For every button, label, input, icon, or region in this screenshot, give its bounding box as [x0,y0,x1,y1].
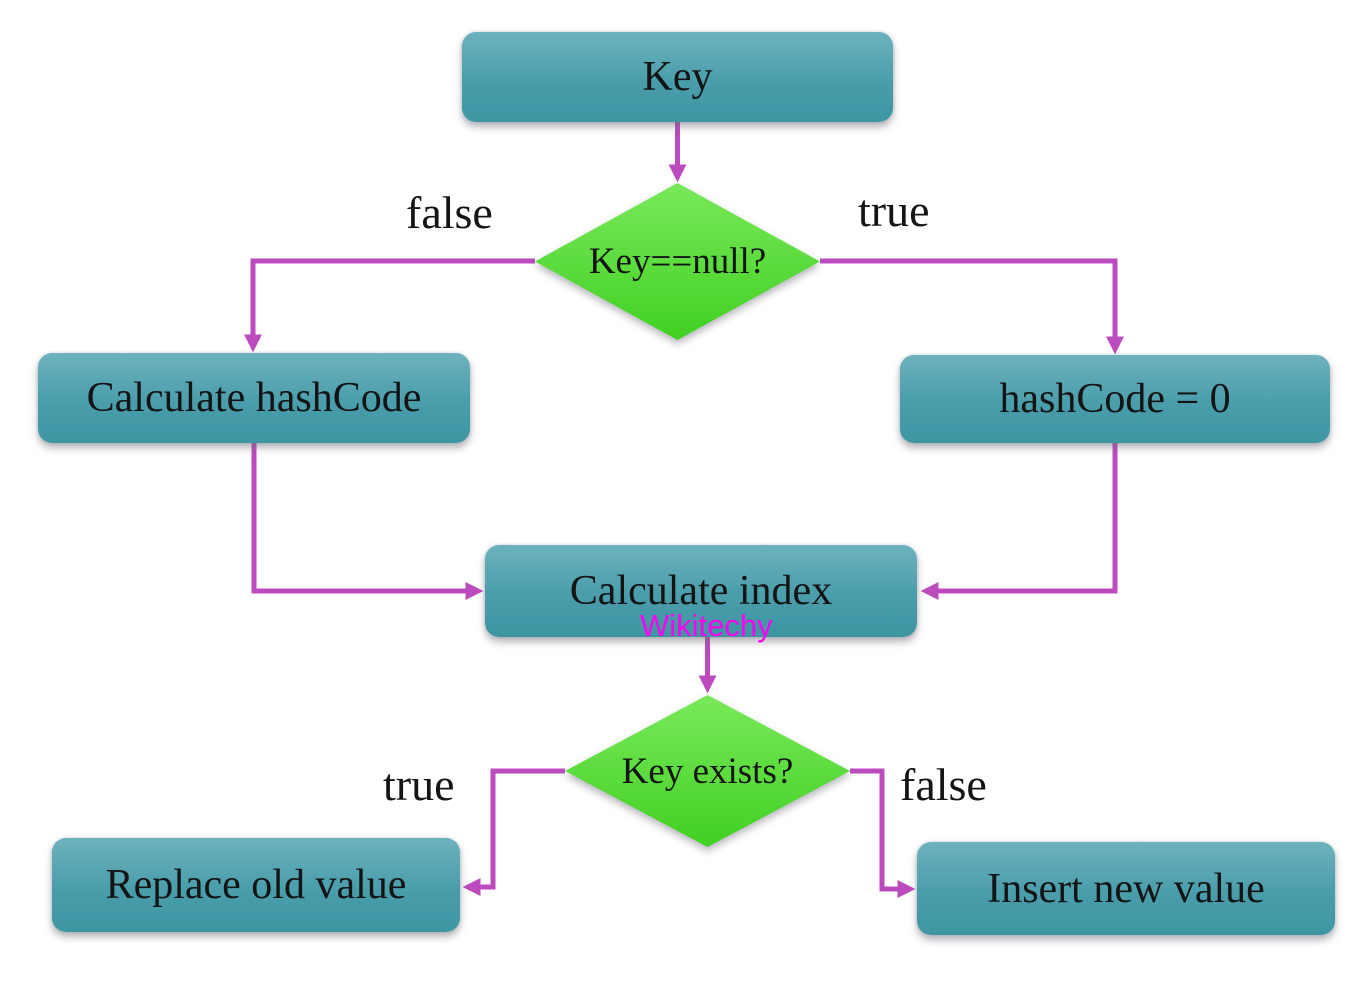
node-calculate-hashcode: Calculate hashCode [38,353,470,443]
branch-label-key-exists-true: true [383,759,455,810]
edge-hashcode-zero-to-calculate-index [920,443,1118,600]
node-replace-old-value-label: Replace old value [105,862,407,908]
node-calculate-hashcode-label: Calculate hashCode [86,375,422,421]
node-replace-old-value: Replace old value [52,838,460,932]
edge-keyexists-false-to-insert-new-value [850,768,916,898]
diamond-shape: Key==null? [535,183,820,340]
node-key-exists-check: Key exists? [565,695,850,847]
branch-label-key-null-false: false [406,187,493,238]
node-insert-new-value: Insert new value [917,842,1335,935]
watermark: Wikitechy [640,608,773,643]
node-insert-new-value-label: Insert new value [987,865,1265,912]
edge-keyexists-true-to-replace-old-value [462,768,565,896]
node-calculate-index: Calculate index [485,545,917,637]
node-hashcode-zero-label: hashCode = 0 [999,376,1231,422]
node-key-null-check-label: Key==null? [588,241,767,282]
diamond-shape: Key exists? [565,695,850,847]
node-key: Key [462,32,893,122]
edge-calculate-hashcode-to-calculate-index [251,443,484,600]
node-key-null-check: Key==null? [535,183,820,340]
node-key-exists-check-label: Key exists? [621,750,794,792]
edge-keynull-true-to-hashcode-zero [820,258,1124,355]
branch-label-key-exists-false: false [900,759,987,810]
node-calculate-index-label: Calculate index [569,568,833,614]
branch-label-key-null-true: true [858,185,930,236]
edge-keynull-false-to-calculate-hashcode [244,258,535,353]
node-key-label: Key [642,54,713,100]
node-hashcode-zero: hashCode = 0 [900,355,1330,443]
